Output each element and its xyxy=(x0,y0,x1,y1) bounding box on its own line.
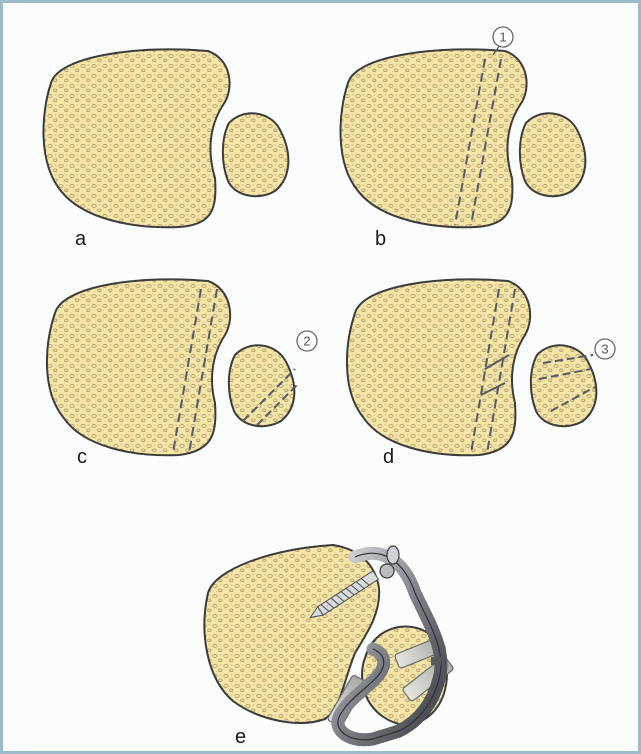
plate-clip xyxy=(431,657,441,665)
panel-e: e xyxy=(204,545,454,748)
small-bone-b xyxy=(520,113,585,196)
large-bone-c xyxy=(47,279,230,455)
panel-b: 1 b xyxy=(340,27,585,250)
small-bone-a xyxy=(223,113,288,196)
panel-label-a: a xyxy=(75,228,87,250)
panel-label-c: c xyxy=(77,446,87,468)
large-bone-d xyxy=(347,279,530,455)
screw-head-top xyxy=(380,564,394,578)
panel-label-d: d xyxy=(383,446,394,468)
step-number-2: 2 xyxy=(303,334,310,349)
step-number-3: 3 xyxy=(601,342,608,357)
plate-knob xyxy=(387,546,399,564)
large-bone-a xyxy=(43,49,229,227)
step-number-1: 1 xyxy=(499,30,506,45)
osteotomy-diagram: a 1 b 2 c 3 d xyxy=(3,3,638,751)
panel-a: a xyxy=(43,49,288,250)
panel-label-e: e xyxy=(235,726,246,748)
panel-label-b: b xyxy=(375,228,386,250)
panel-c: 2 c xyxy=(47,279,317,468)
panel-d: 3 d xyxy=(347,279,615,468)
small-bone-d xyxy=(531,345,596,426)
small-bone-c xyxy=(229,345,294,426)
